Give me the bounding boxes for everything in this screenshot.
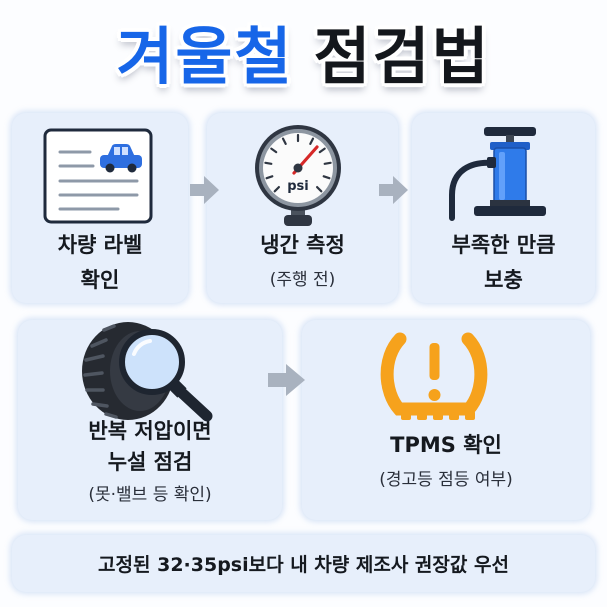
step-card-cold-measure: 냉간 측정 (주행 전): [207, 113, 398, 303]
footer-note-text: 고정된 32·35psi보다 내 차량 제조사 권장값 우선: [98, 554, 509, 576]
step-card-leak-check: 반복 저압이면 누설 점검 (못·밸브 등 확인): [18, 320, 282, 520]
step-card-tpms: TPMS 확인 (경고등 점등 여부): [302, 320, 590, 520]
step-subtitle: (경고등 점등 여부): [379, 470, 513, 490]
step-subtitle: (주행 전): [269, 270, 336, 290]
step-title-line: 확인: [80, 268, 120, 292]
step-card-text: 냉간 측정 (주행 전): [207, 228, 398, 298]
step-subtitle: (못·밸브 등 확인): [88, 485, 212, 505]
footer-note-banner: 고정된 32·35psi보다 내 차량 제조사 권장값 우선: [12, 535, 595, 592]
title-part-checklist: 점검법: [313, 20, 491, 93]
step-card-text: TPMS 확인 (경고등 점등 여부): [302, 428, 590, 498]
step-card-check-label: 차량 라벨 확인: [12, 113, 188, 303]
title-part-winter: 겨울철: [116, 20, 294, 93]
page-title: 겨울철 점검법: [0, 18, 607, 96]
step-title-line: 부족한 만큼: [451, 233, 556, 257]
step-title-line: TPMS 확인: [390, 433, 502, 457]
step-title-line: 차량 라벨: [57, 233, 143, 257]
step-card-text: 부족한 만큼 보충: [412, 228, 595, 298]
step-title-line: 보충: [484, 268, 523, 292]
step-card-text: 차량 라벨 확인: [12, 228, 188, 298]
step-card-text: 반복 저압이면 누설 점검 (못·밸브 등 확인): [18, 416, 282, 512]
step-card-refill: 부족한 만큼 보충: [412, 113, 595, 303]
step-title-line: 냉간 측정: [260, 233, 345, 257]
step-title-line: 누설 점검: [107, 450, 193, 474]
step-title-line: 반복 저압이면: [88, 419, 212, 443]
